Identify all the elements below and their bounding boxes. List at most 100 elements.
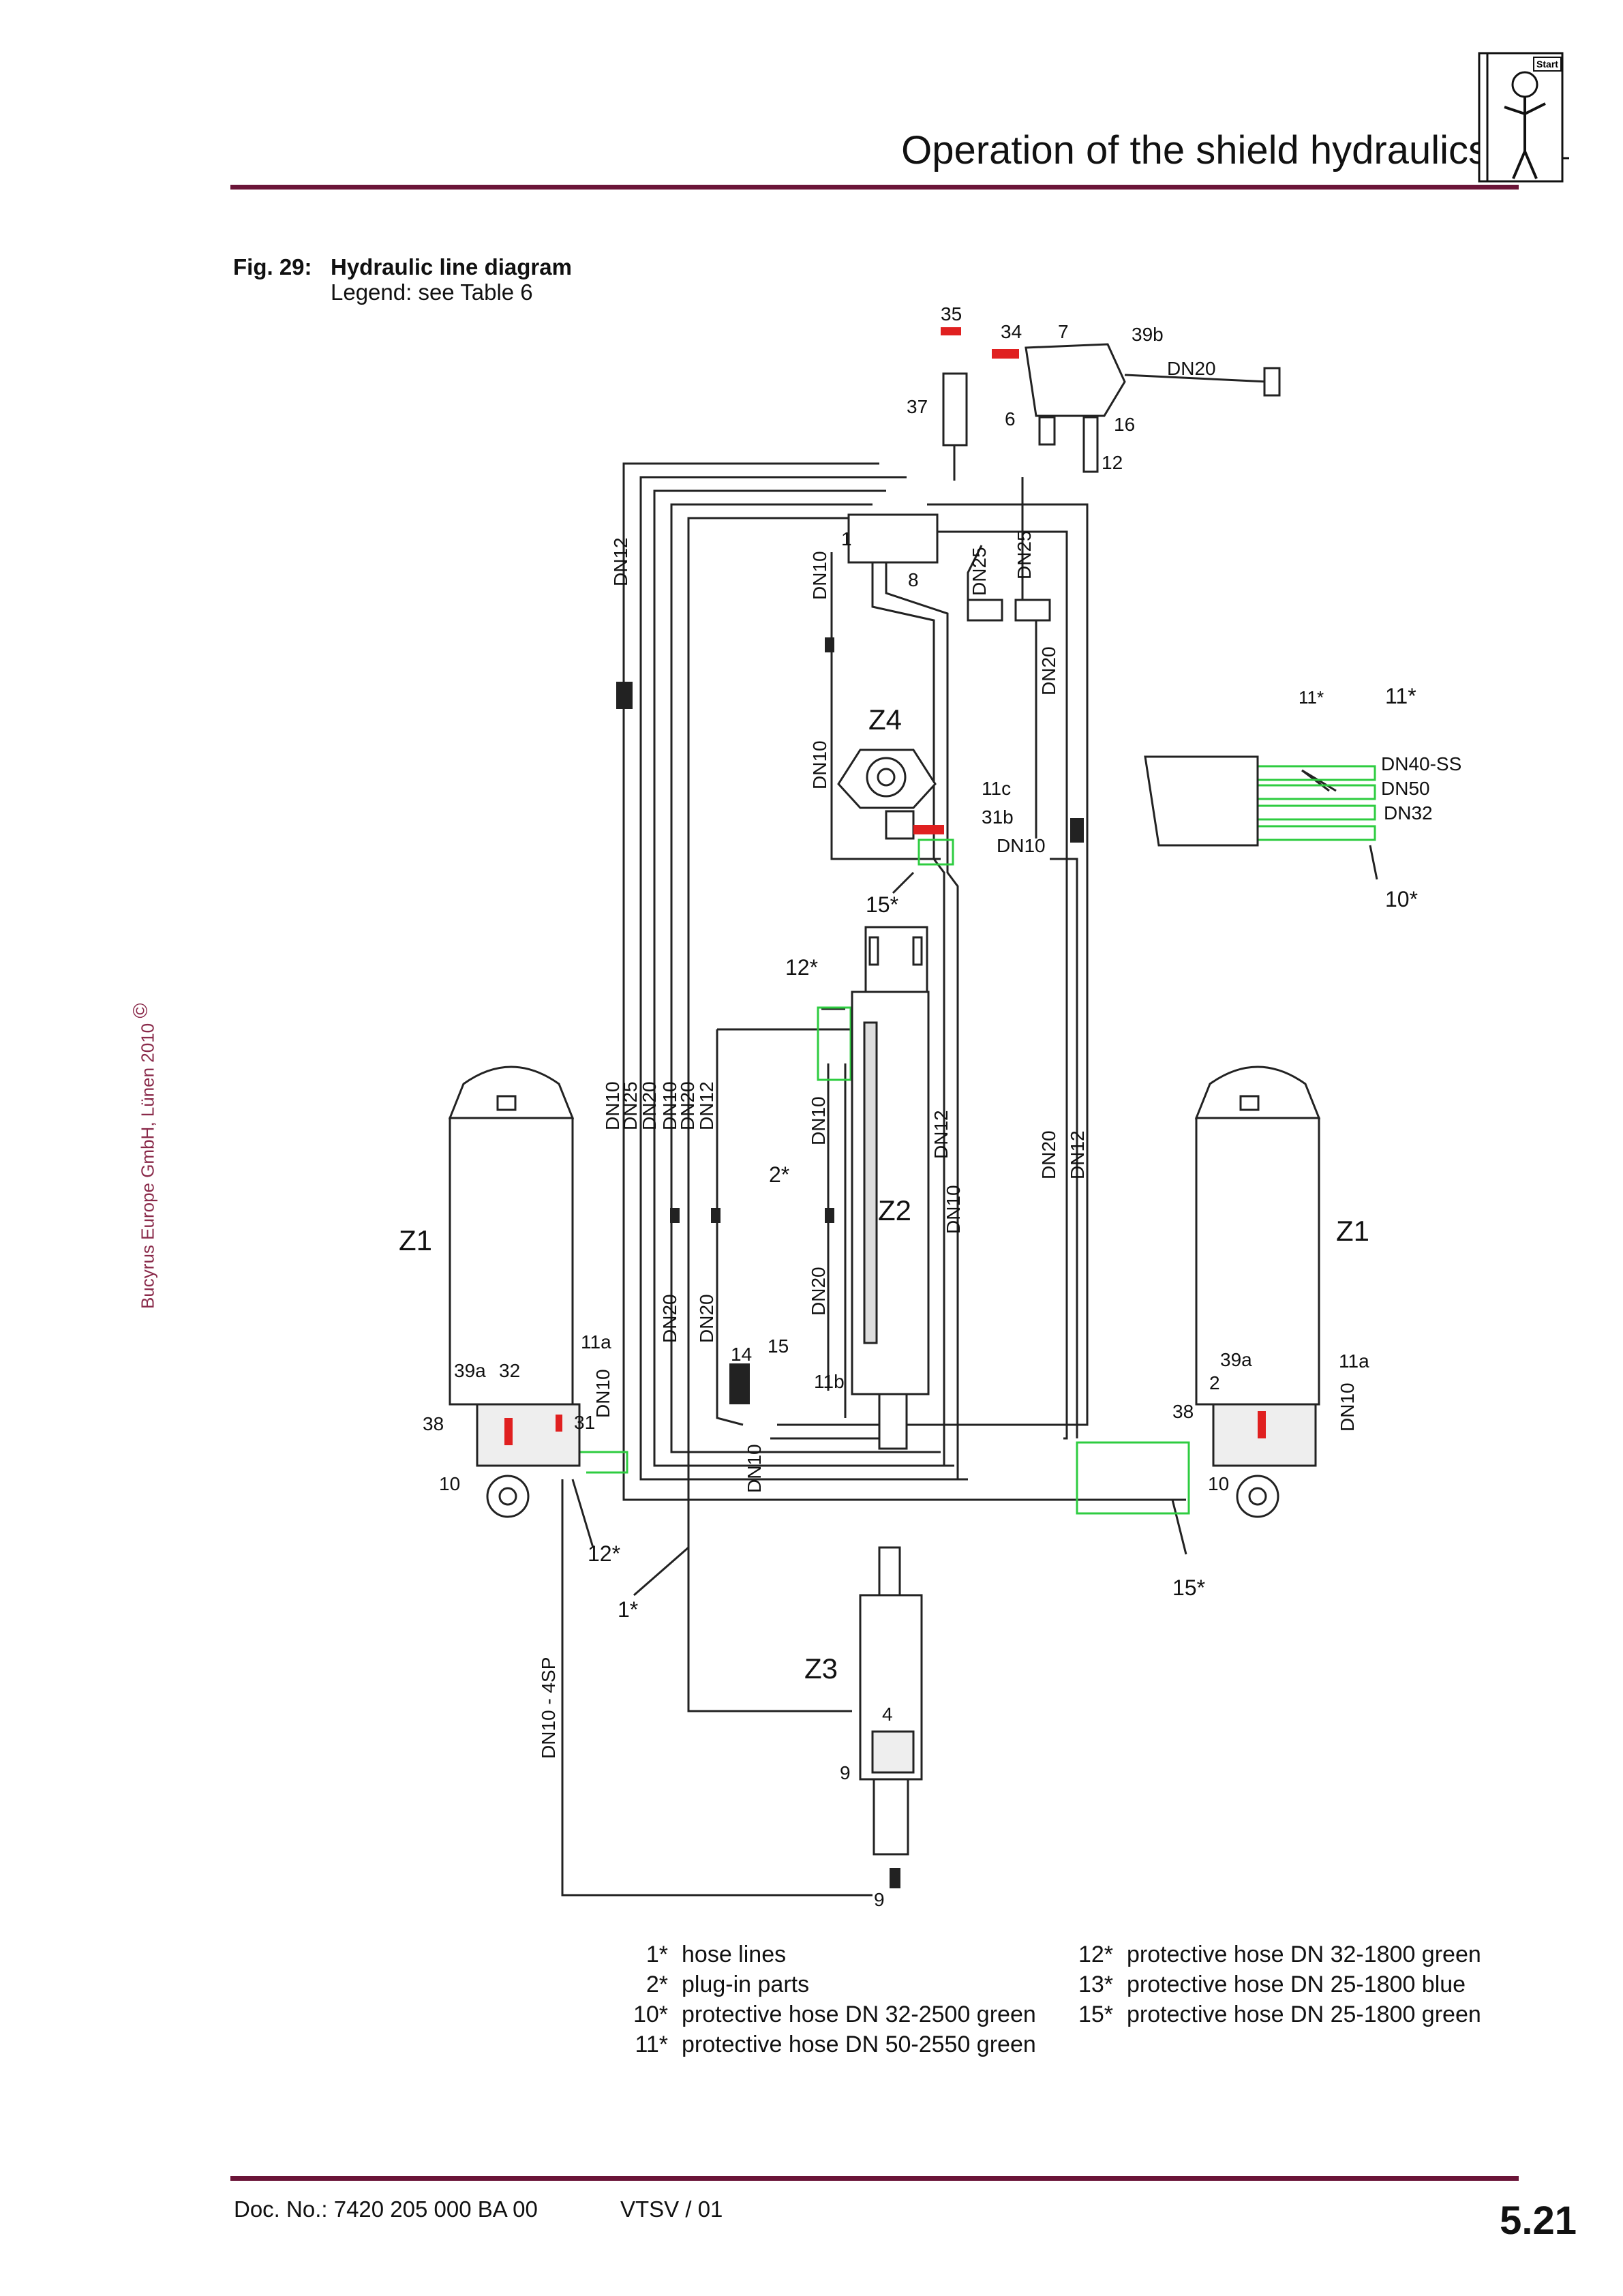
part-9-lower: 9 bbox=[874, 1889, 885, 1910]
callout-15-bottom: 15* bbox=[1172, 1575, 1205, 1600]
size-dn20-a: DN10 bbox=[659, 1081, 680, 1130]
part-11b: 11b bbox=[814, 1371, 845, 1392]
callout-12-bottom: 12* bbox=[588, 1541, 620, 1566]
part-34: 34 bbox=[1001, 321, 1022, 342]
size-dn10-z1-left: DN10 bbox=[592, 1369, 613, 1418]
size-dn50: DN50 bbox=[1381, 778, 1430, 799]
legend-text: hose lines bbox=[682, 1942, 787, 1967]
legend-text: plug-in parts bbox=[682, 1972, 810, 1997]
cylinder-z2 bbox=[851, 926, 930, 1450]
page-number: 5.21 bbox=[1500, 2199, 1577, 2243]
part-15: 15 bbox=[768, 1335, 789, 1357]
callout-2: 2* bbox=[769, 1162, 789, 1187]
part-11c: 11c bbox=[982, 778, 1011, 799]
part-32: 32 bbox=[499, 1360, 520, 1381]
manifold-block bbox=[1144, 755, 1259, 847]
size-dn10-a: DN10 bbox=[602, 1081, 623, 1130]
size-dn10-z4: DN10 bbox=[809, 740, 830, 789]
part-37: 37 bbox=[907, 396, 928, 417]
size-dn10-z4: DN10 bbox=[997, 835, 1046, 856]
part-2: 2 bbox=[1209, 1372, 1220, 1393]
part-39a-left: 39a bbox=[454, 1360, 486, 1381]
callout-15-top: 15* bbox=[866, 892, 898, 917]
size-dn20-top: DN20 bbox=[1167, 358, 1216, 379]
label-z3: Z3 bbox=[804, 1652, 838, 1685]
part-10-left: 10 bbox=[439, 1473, 460, 1494]
part-12: 12 bbox=[1102, 452, 1123, 473]
part-1: 1 bbox=[841, 528, 852, 549]
page-title: Operation of the shield hydraulics bbox=[901, 128, 1488, 172]
size-dn20-mid: DN20 bbox=[1038, 646, 1059, 695]
callout-11-small: 11* bbox=[1299, 687, 1324, 708]
part-10-right: 10 bbox=[1208, 1473, 1229, 1494]
part-6: 6 bbox=[1005, 408, 1016, 429]
figure-legend-ref: Legend: see Table 6 bbox=[331, 280, 533, 305]
size-dn10-bottom: DN10 bbox=[744, 1444, 765, 1493]
header-rule bbox=[230, 185, 1519, 190]
legend-key: 11* bbox=[635, 2031, 668, 2057]
cylinder-z1-right bbox=[1194, 1066, 1321, 1518]
valve-red-markers bbox=[504, 327, 1266, 1445]
part-16: 16 bbox=[1114, 414, 1135, 435]
callout-11: 11* bbox=[1385, 684, 1416, 708]
legend-key: 2* bbox=[646, 1972, 668, 1997]
size-dn10-upper: DN10 bbox=[809, 551, 830, 600]
size-dn20-e: DN20 bbox=[1038, 1130, 1059, 1179]
legend-text: protective hose DN 50-2550 green bbox=[682, 2031, 1036, 2057]
cylinder-z4 bbox=[837, 749, 937, 840]
figure-number: Fig. 29: bbox=[233, 254, 312, 280]
label-z4: Z4 bbox=[868, 704, 902, 736]
size-dn10-z2: DN12 bbox=[930, 1110, 952, 1159]
legend-text: protective hose DN 32-1800 green bbox=[1127, 1942, 1481, 1967]
size-dn20-b: DN12 bbox=[696, 1081, 717, 1130]
part-31: 31 bbox=[574, 1412, 595, 1433]
legend-text: protective hose DN 25-1800 green bbox=[1127, 2002, 1481, 2027]
size-dn10-c: DN20 bbox=[677, 1081, 698, 1130]
cylinder-z1-left bbox=[448, 1066, 581, 1518]
callout-10: 10* bbox=[1385, 887, 1418, 911]
size-dn25-a: DN25 bbox=[969, 547, 990, 596]
footer-doc-number: Doc. No.: 7420 205 000 BA 00 bbox=[234, 2196, 538, 2222]
label-z1-right: Z1 bbox=[1336, 1215, 1369, 1247]
part-11a-right: 11a bbox=[1339, 1350, 1369, 1372]
start-badge-icon[interactable]: Start bbox=[1474, 49, 1569, 185]
part-4: 4 bbox=[882, 1704, 893, 1725]
size-dn20-f: DN12 bbox=[1067, 1130, 1088, 1179]
start-badge-label: Start bbox=[1536, 59, 1558, 70]
control-valve-block bbox=[847, 343, 1281, 622]
size-dn12-z2: DN10 bbox=[808, 1096, 829, 1145]
label-z2: Z2 bbox=[878, 1194, 911, 1226]
part-38-right: 38 bbox=[1172, 1401, 1194, 1422]
part-14: 14 bbox=[731, 1344, 752, 1365]
footer-version: VTSV / 01 bbox=[620, 2196, 723, 2222]
legend-text: protective hose DN 25-1800 blue bbox=[1127, 1972, 1466, 1997]
size-dn10-4sp: DN10 - 4SP bbox=[538, 1657, 559, 1759]
part-8: 8 bbox=[908, 569, 919, 590]
part-9-upper: 9 bbox=[840, 1762, 851, 1783]
figure-title: Hydraulic line diagram bbox=[331, 254, 572, 280]
part-11a-left: 11a bbox=[581, 1331, 611, 1353]
part-39a-right: 39a bbox=[1220, 1349, 1252, 1370]
callout-1: 1* bbox=[618, 1597, 638, 1622]
part-35: 35 bbox=[941, 303, 962, 324]
footer-rule bbox=[230, 2176, 1519, 2181]
legend-key: 12* bbox=[1078, 1942, 1113, 1967]
legend-key: 13* bbox=[1078, 1972, 1113, 1997]
plug-in-fittings bbox=[616, 637, 1084, 1888]
size-dn20-c: DN20 bbox=[659, 1294, 680, 1343]
part-39b: 39b bbox=[1132, 324, 1164, 345]
size-dn20-d: DN20 bbox=[696, 1294, 717, 1343]
size-dn12-b: DN10 bbox=[943, 1185, 964, 1234]
size-dn12-left: DN12 bbox=[610, 537, 631, 586]
part-31b: 31b bbox=[982, 806, 1014, 828]
size-dn25-b: DN25 bbox=[1014, 530, 1035, 579]
legend-key: 1* bbox=[646, 1942, 668, 1967]
legend-key: 10* bbox=[633, 2002, 668, 2027]
legend-text: protective hose DN 32-2500 green bbox=[682, 2002, 1036, 2027]
label-z1-left: Z1 bbox=[399, 1224, 432, 1256]
size-dn12-lower: DN20 bbox=[808, 1267, 829, 1316]
size-dn10-z1-right: DN10 bbox=[1337, 1383, 1358, 1432]
size-dn25-c: DN20 bbox=[639, 1081, 660, 1130]
size-dn40-ss: DN40-SS bbox=[1381, 753, 1461, 774]
